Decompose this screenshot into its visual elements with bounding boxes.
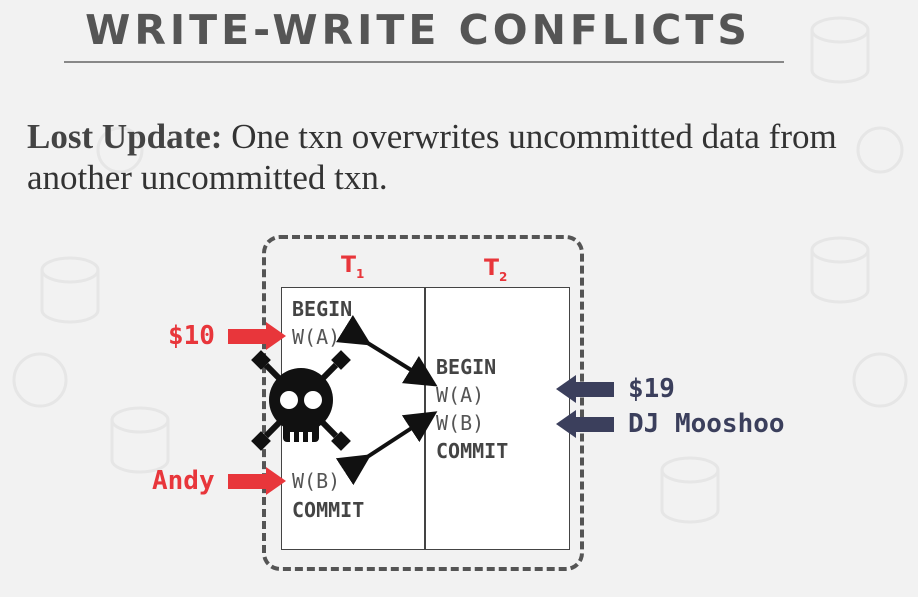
t2-write-b: W(B) [436,411,485,435]
double-arrow-icon [335,411,438,486]
t2-write-a: W(A) [436,383,485,407]
t2-commit: COMMIT [436,439,509,463]
definition-text: One txn overwrites uncommitted data from… [27,117,837,197]
skull-crossbones-icon [251,350,351,451]
definition-term: Lost Update: [27,117,223,156]
double-arrow-icon [335,314,438,387]
right-arrow-icon [228,467,286,495]
definition-paragraph: Lost Update: One txn overwrites uncommit… [27,116,887,198]
schedule-outer-box [262,235,584,571]
title-divider [64,61,784,63]
t1-b-value-label: Andy [152,466,215,496]
t1-commit: COMMIT [292,498,365,522]
t2-header: T2 [484,256,508,284]
t2-begin: BEGIN [436,355,497,379]
t1-a-value-label: $10 [168,321,215,351]
slide-title: WRITE-WRITE CONFLICTS [85,6,751,54]
t1-write-b: W(B) [292,469,341,493]
t1-header: T1 [341,253,365,281]
t2-b-value-label: DJ Mooshoo [628,409,785,439]
left-arrow-icon [556,410,614,438]
right-arrow-icon [228,322,286,350]
left-arrow-icon [556,375,614,403]
t2-a-value-label: $19 [628,374,675,404]
t1-write-a: W(A) [292,325,341,349]
